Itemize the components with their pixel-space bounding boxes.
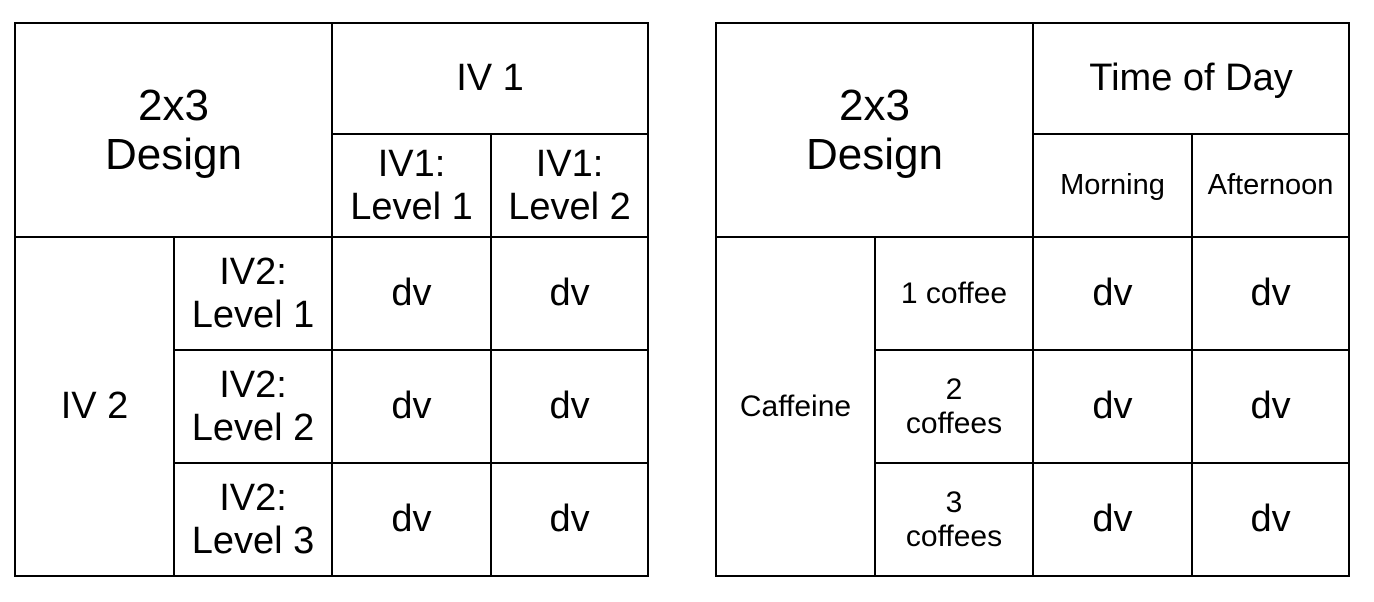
table-header-row-top: 2x3 Design IV 1 [14,22,650,238]
design-title-line-1: 2x3 [138,80,209,130]
column-level-header-2: IV1: Level 2 [489,133,650,238]
table-row: 2 coffees dv dv [716,349,1351,464]
data-cell-r2c1: dv [331,349,492,464]
row-level-header-3: IV2: Level 3 [173,462,333,577]
design-table-generic: 2x3 Design IV 1 IV1: Level 1 IV1: Level … [14,22,650,577]
design-table-example: 2x3 Design Time of Day Morning Afternoon… [715,22,1351,577]
data-cell-r1c1: dv [331,236,492,351]
data-cell-r3c1: dv [331,462,492,577]
row-level-2-line-1: IV2: [219,363,287,406]
column-level-header-1: Morning [1032,133,1193,238]
row-level-header-1: 1 coffee [874,236,1034,351]
row-level-2-line-2: coffees [905,406,1003,440]
row-level-3-line-2: Level 3 [191,519,315,562]
data-cell-r1c2: dv [489,236,650,351]
design-title-line-1: 2x3 [839,80,910,130]
data-cell-r2c1: dv [1032,349,1193,464]
data-cell-r2c2: dv [489,349,650,464]
row-level-header-3: 3 coffees [874,462,1034,577]
row-level-3-line-1: IV2: [219,476,287,519]
row-level-1-line-2: Level 1 [191,293,315,336]
table-row: Caffeine 1 coffee dv dv [715,236,1351,577]
table-row: IV2: Level 2 dv dv [15,349,650,464]
data-cell-r3c2: dv [1190,462,1351,577]
table-header-row-sub: IV1: Level 1 IV1: Level 2 [15,133,650,238]
row-level-header-2: IV2: Level 2 [173,349,333,464]
column-level-2-line-1: IV1: [535,142,604,185]
row-level-2-line-1: 2 [945,372,963,406]
row-level-header-1: IV2: Level 1 [173,236,333,351]
data-cell-r3c1: dv [1032,462,1193,577]
row-factor-header: Caffeine [715,236,876,577]
data-cell-r1c2: dv [1190,236,1351,351]
column-factor-header: IV 1 [330,22,650,135]
column-level-1-line-1: IV1: [377,142,446,185]
design-title-line-2: Design [105,130,242,179]
data-cell-r1c1: dv [1032,236,1193,351]
design-title-cell: 2x3 Design [14,22,333,238]
data-cell-r2c2: dv [1190,349,1351,464]
row-level-3-line-2: coffees [905,519,1003,553]
row-level-3-line-1: 3 [945,485,963,519]
column-factor-header: Time of Day [1031,22,1351,135]
design-title-line-2: Design [806,130,943,179]
design-title-cell: 2x3 Design [715,22,1034,238]
table-row: IV2: Level 3 dv dv [15,462,650,577]
table-header-row-top: 2x3 Design Time of Day [715,22,1351,238]
column-level-header-1: IV1: Level 1 [331,133,492,238]
row-level-2-line-2: Level 2 [191,406,315,449]
row-level-header-2: 2 coffees [874,349,1034,464]
column-level-2-line-2: Level 2 [508,185,631,228]
table-row: 3 coffees dv dv [716,462,1351,577]
column-level-header-2: Afternoon [1190,133,1351,238]
row-factor-header: IV 2 [14,236,175,577]
row-level-1-line-1: IV2: [219,250,287,293]
data-cell-r3c2: dv [489,462,650,577]
table-row: IV 2 IV2: Level 1 dv dv [14,236,650,577]
column-level-1-line-2: Level 1 [350,185,473,228]
table-header-row-sub: Morning Afternoon [716,133,1351,238]
